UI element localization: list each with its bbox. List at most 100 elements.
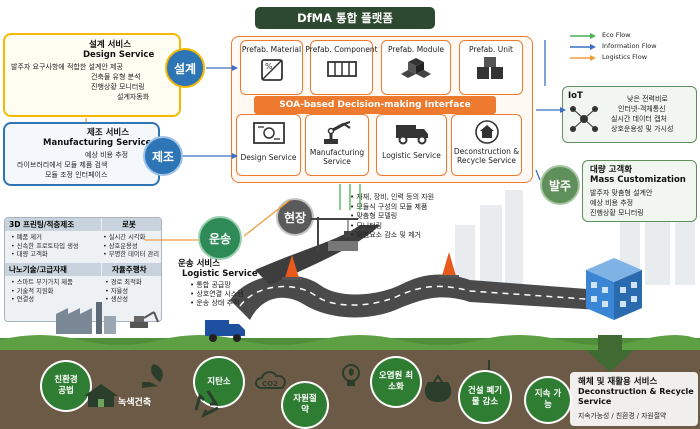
design-badge: 설계 (165, 48, 205, 88)
mass-line-3: 진행상황 모니터링 (590, 209, 644, 217)
design-service-line-3: 진행상황 모니터링 (91, 83, 145, 91)
design-service-box: 설계 서비스 Design Service 발주자 요구사항에 적합한 설계안 … (3, 33, 181, 117)
legend-logistics: Logistics Flow (602, 53, 648, 61)
card-manufacturing-service-label: Manufacturing Service (309, 148, 365, 166)
design-service-title-en: Design Service (83, 50, 155, 60)
recycle-icon (194, 390, 219, 418)
manufacturing-title-ko: 제조 서비스 (87, 128, 130, 138)
deconstruction-box: 해체 및 재활용 서비스 Deconstruction & Recycle Se… (570, 372, 698, 426)
logistics-title-ko: 운송 서비스 (178, 259, 221, 269)
eco-circle-waste-reduction: 건설 폐기물 감소 (460, 372, 510, 422)
truck-icon (395, 125, 428, 145)
card-prefab-component-label: Prefab. Component (305, 45, 378, 54)
manufacturing-line-3: 모듈 조정 인터페이스 (45, 171, 108, 179)
leaf-hand-icon (142, 364, 163, 388)
card-logistic-service: Logistic Service (376, 114, 447, 176)
eco-circle-pollution-minimize: 오염원 최소화 (372, 358, 420, 406)
card-prefab-module-label: Prefab. Module (388, 45, 444, 54)
card-manufacturing-service: Manufacturing Service (305, 114, 369, 176)
logistics-flow-arrow-icon (570, 54, 596, 61)
bulb-leaf-icon (342, 364, 360, 386)
manufacturing-line-2: 라이브러리에서 모듈 제품 검색 (17, 161, 108, 169)
card-design-service: Design Service (236, 114, 301, 176)
card-prefab-material: Prefab. Material % (240, 40, 303, 95)
logistics-badge: 운송 (198, 216, 242, 260)
design-service-line-2: 건축물 유형 분석 (91, 73, 141, 81)
tech-3d-items: • 폐품 제거 • 신속한 프로토타입 생성 • 대량 고객화 (11, 234, 79, 258)
mass-title-en: Mass Customization (590, 175, 686, 185)
mass-line-1: 발주자 맞춤형 설계안 (590, 189, 653, 197)
eco-circle-sustainable: 지속 가능 (526, 378, 570, 422)
manufacturing-service-box: 제조 서비스 Manufacturing Service 예상 비용 추정 라이… (3, 122, 160, 186)
soa-interface-bar: SOA-based Decision-making Interface (254, 96, 496, 114)
component-icon (326, 61, 357, 77)
legend-information: Information Flow (602, 42, 657, 50)
mass-line-2: 예상 비용 추정 (590, 199, 634, 207)
co2-cloud-icon: CO2 (255, 371, 286, 389)
card-prefab-module: Prefab. Module (381, 40, 451, 95)
card-deconstruction-service-label: Deconstruction & Recycle Service (453, 147, 520, 165)
eco-label-green-building: 녹색건축 (118, 398, 152, 408)
eco-circle-resource-saving: 자원절약 (283, 383, 327, 427)
material-icon: % (260, 59, 283, 81)
card-prefab-unit: Prefab. Unit (459, 40, 523, 95)
information-flow-arrow-icon (570, 43, 596, 50)
iot-line-3: 실시간 데이터 캡처 (611, 115, 667, 123)
network-nodes-icon (570, 106, 598, 132)
site-lines: • 자재, 장비, 인력 등의 자원 • 모듈식 구성의 모듈 제품 • 맞춤형… (350, 193, 435, 239)
construction-crane-icon (310, 217, 358, 251)
eco-circle-green-method: 친환경 공법 (42, 362, 90, 410)
co2-text: CO2 (262, 380, 278, 388)
mass-customization-box: 대량 고객화 Mass Customization 발주자 맞춤형 설계안 예상… (582, 160, 697, 222)
manufacturing-badge: 제조 (143, 136, 183, 176)
logistics-lines: • 통합 공급망 • 상호연결 시스템 • 운송 상태 추적 (190, 281, 244, 307)
delivery-truck-icon (205, 320, 245, 342)
deconstruction-sub: 지속가능성 / 친환경 / 자원절약 (578, 412, 667, 420)
iot-box: IoT 낮은 전력비로 인터넷-객체통신 실시간 데이터 캡처 상호운용성 및 … (562, 86, 697, 143)
tech-header-robot: 로봇 (102, 218, 161, 231)
unit-blocks-icon (477, 57, 503, 79)
deconstruction-title-ko: 해체 및 재활용 서비스 (578, 377, 658, 387)
legend: Eco Flow Information Flow Logistics Flow (570, 30, 690, 63)
module-cubes-icon (401, 58, 431, 78)
mass-title-ko: 대량 고객화 (590, 165, 633, 175)
eco-house-icon (84, 384, 118, 407)
card-prefab-material-label: Prefab. Material (241, 45, 302, 54)
iot-line-1: 낮은 전력비로 (627, 95, 668, 103)
manufacturing-title-en: Manufacturing Service (43, 138, 152, 148)
design-service-title-ko: 설계 서비스 (89, 40, 132, 50)
manufacturing-line-1: 예상 비용 추정 (85, 151, 129, 159)
tech-header-autonomous: 자율주행차 (102, 263, 161, 276)
card-prefab-unit-label: Prefab. Unit (469, 45, 513, 54)
iot-line-4: 상호운용성 및 가시성 (611, 125, 674, 133)
factory-icon (56, 302, 116, 334)
tech-autonomous-items: • 경로 최적화 • 자율성 • 생산성 (105, 279, 142, 303)
tech-table: 3D 프린팅/적층제조 로봇 • 폐품 제거 • 신속한 프로토타입 생성 • … (4, 217, 162, 322)
excavator-icon (130, 311, 159, 328)
logistics-service-block: 운송 서비스 Logistic Service • 통합 공급망 • 상호연결 … (168, 259, 268, 308)
design-blueprint-icon (252, 122, 285, 144)
iot-title: IoT (568, 91, 583, 101)
card-prefab-component: Prefab. Component (305, 40, 378, 95)
robot-arm-icon (324, 121, 351, 144)
svg-text:%: % (265, 62, 273, 71)
card-deconstruction-service: Deconstruction & Recycle Service (451, 114, 522, 176)
trash-bag-icon (424, 374, 452, 402)
design-service-line-4: 설계자동화 (117, 93, 150, 101)
tech-header-3d: 3D 프린팅/적층제조 (5, 218, 101, 231)
deconstruction-title-en-1: Deconstruction & Recycle Service (578, 387, 694, 406)
card-logistic-service-label: Logistic Service (382, 151, 441, 160)
tech-nano-items: • 스마트 부가가치 제품 • 기술적 지원화 • 연결성 (11, 279, 73, 303)
design-service-line-1: 발주자 요구사항에 적합한 설계안 제공 (11, 63, 123, 71)
eco-flow-arrow-icon (570, 32, 596, 39)
logistics-title-en: Logistic Service (182, 269, 258, 279)
client-badge: 발주 (540, 165, 580, 205)
tech-robot-items: • 실시간 시각화 • 상호운용성 • 무명한 데이터 관리 (103, 234, 160, 258)
tech-header-nano: 나노기술/고급자재 (5, 263, 101, 276)
platform-title: DfMA 통합 플랫폼 (255, 7, 435, 29)
iot-line-2: 인터넷-객체통신 (618, 105, 666, 113)
modular-building-icon (586, 258, 642, 320)
recycle-house-icon (474, 120, 499, 144)
legend-eco: Eco Flow (602, 31, 631, 39)
card-design-service-label: Design Service (240, 153, 297, 162)
